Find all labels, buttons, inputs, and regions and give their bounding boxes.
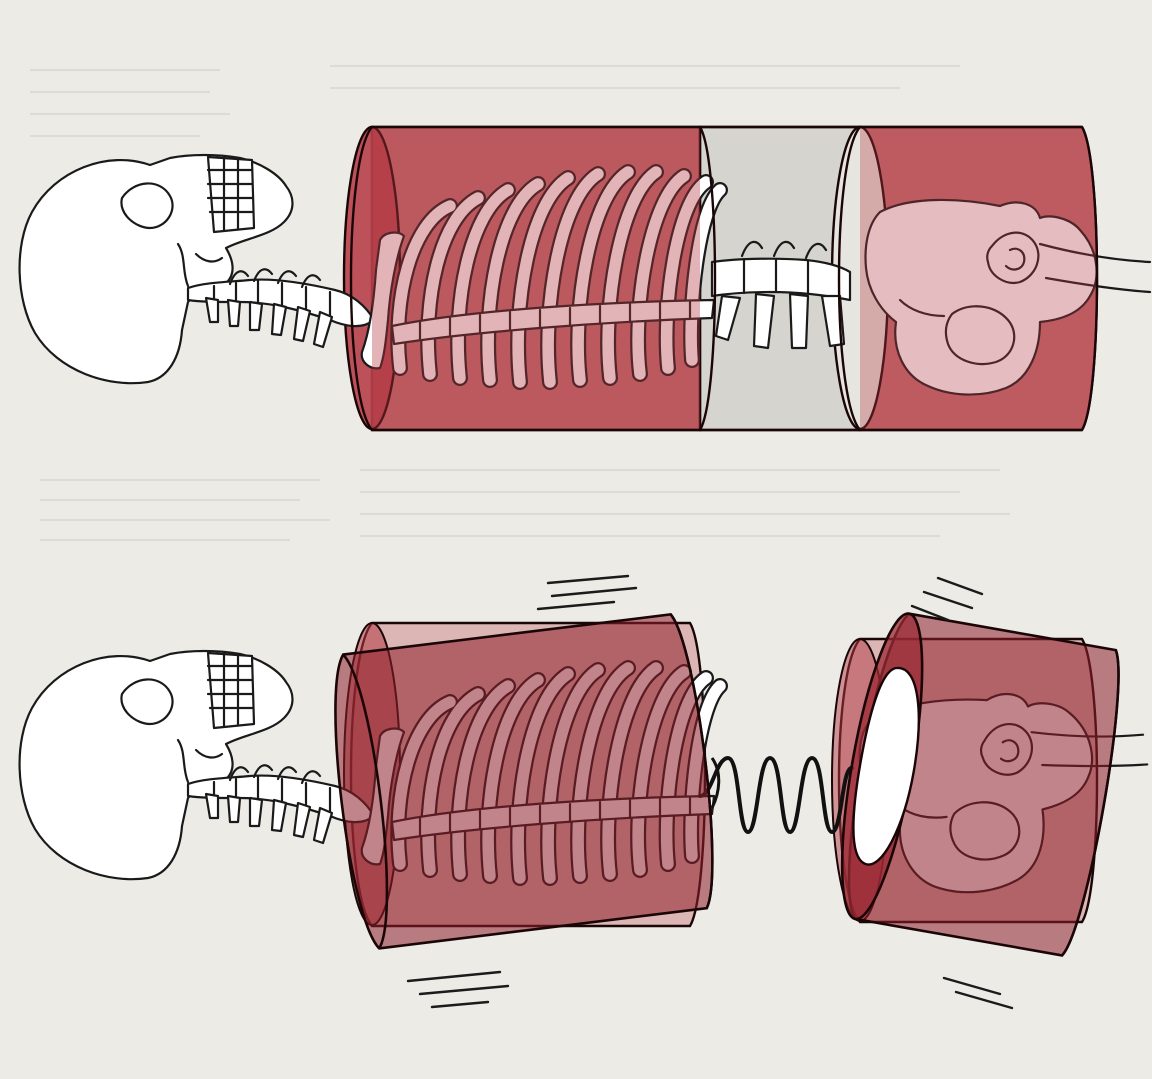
panel-disconnected — [18, 574, 1152, 1010]
background-text — [30, 65, 1010, 541]
spring-icon — [698, 755, 854, 835]
tube-upper-front — [349, 125, 1099, 432]
tube-pelvis-tilted — [840, 612, 1120, 957]
skull-icon — [18, 153, 294, 385]
tube-chest-tilted — [334, 613, 714, 950]
skull-icon — [18, 649, 294, 881]
panel-aligned — [18, 125, 1152, 432]
motion-lines-icon — [406, 574, 1014, 1010]
